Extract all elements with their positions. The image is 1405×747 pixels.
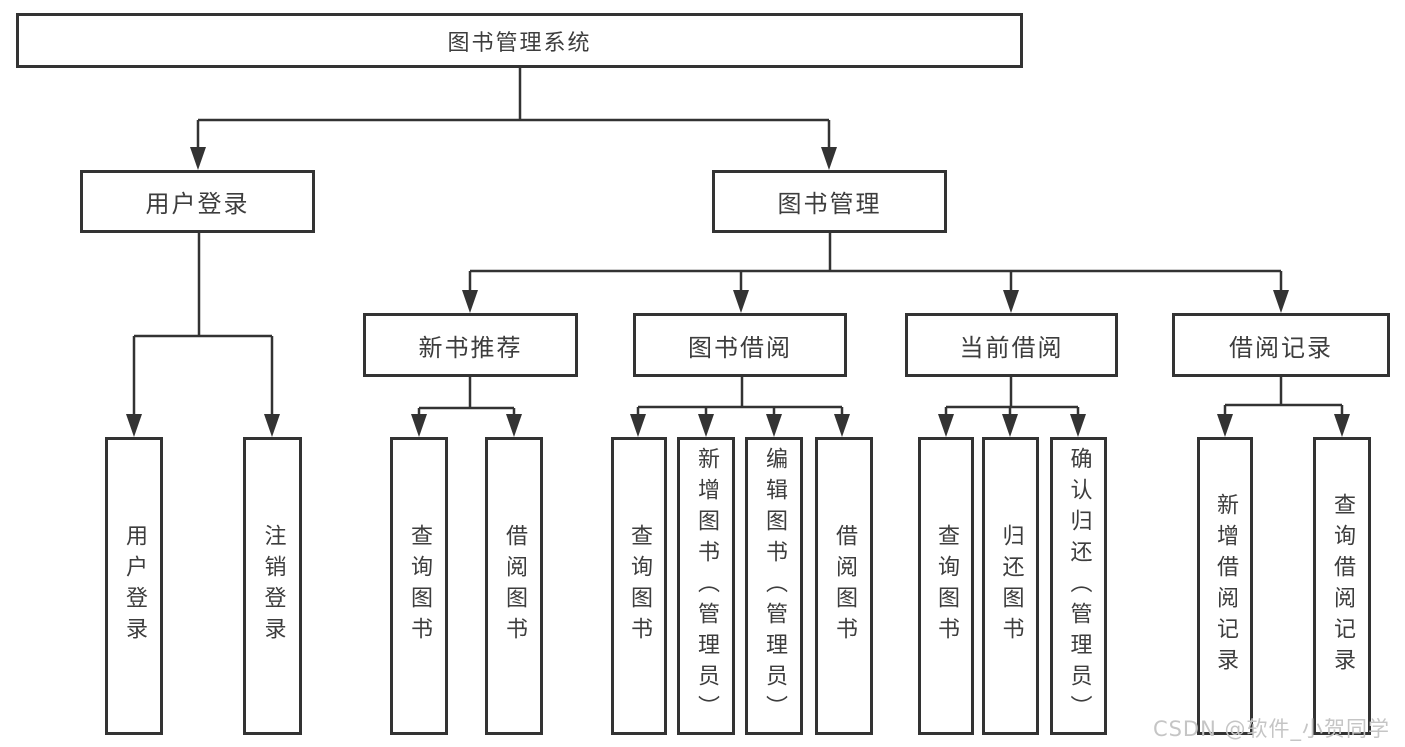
leaf-borrow-edit-books-admin: 编辑图书（管理员）	[745, 437, 803, 735]
leaf-label: 查询图书	[407, 524, 432, 648]
leaf-label: 注销登录	[260, 524, 286, 648]
edge-bookborrow-to-leaves	[636, 377, 844, 416]
edge-bookmgmt-to-level3	[468, 233, 1283, 292]
node-library-management-system: 图书管理系统	[16, 13, 1023, 68]
leaf-current-return-books: 归还图书	[982, 437, 1039, 735]
edge-currentborrow-to-leaves	[944, 377, 1080, 416]
leaf-label: 归还图书	[998, 524, 1024, 648]
leaf-current-confirm-return-admin: 确认归还（管理员）	[1050, 437, 1107, 735]
arrowhead	[462, 290, 478, 313]
node-borrow-record: 借阅记录	[1172, 313, 1390, 377]
arrowhead	[698, 414, 714, 437]
leaf-label: 新增借阅记录	[1213, 493, 1238, 679]
leaf-record-query-borrow-record: 查询借阅记录	[1313, 437, 1371, 735]
leaf-label: 用户登录	[122, 524, 147, 648]
arrowhead	[1003, 290, 1019, 313]
arrowhead	[411, 414, 427, 437]
arrowhead	[1217, 414, 1233, 437]
node-user-login: 用户登录	[80, 170, 315, 233]
arrowhead	[733, 290, 749, 313]
arrowhead	[190, 147, 206, 170]
arrowhead	[1334, 414, 1350, 437]
node-current-borrow: 当前借阅	[905, 313, 1118, 377]
leaf-record-add-borrow-record: 新增借阅记录	[1197, 437, 1253, 735]
arrowhead	[766, 414, 782, 437]
leaf-label: 借阅图书	[502, 524, 527, 648]
edge-userlogin-to-leaves	[132, 233, 274, 416]
leaf-borrow-borrow-books: 借阅图书	[815, 437, 873, 735]
leaf-label: 借阅图书	[832, 524, 857, 648]
leaf-label: 查询图书	[627, 524, 652, 648]
arrowhead	[264, 414, 280, 437]
leaf-current-query-books: 查询图书	[918, 437, 974, 735]
arrowhead	[938, 414, 954, 437]
leaf-label: 新增图书（管理员）	[694, 446, 719, 726]
edge-borrowrecord-to-leaves	[1223, 377, 1344, 416]
edge-newbook-to-leaves	[417, 377, 516, 416]
arrowhead	[506, 414, 522, 437]
leaf-newbook-borrow-books: 借阅图书	[485, 437, 543, 735]
leaf-user-login: 用户登录	[105, 437, 163, 735]
arrowhead	[821, 147, 837, 170]
arrowhead	[126, 414, 142, 437]
node-book-borrow: 图书借阅	[633, 313, 847, 377]
arrowhead	[1002, 414, 1018, 437]
node-book-management: 图书管理	[712, 170, 947, 233]
leaf-label: 查询图书	[934, 524, 959, 648]
leaf-label: 编辑图书（管理员）	[762, 446, 787, 726]
csdn-watermark: CSDN @软件_小贺同学	[1152, 717, 1390, 741]
leaf-borrow-add-books-admin: 新增图书（管理员）	[677, 437, 735, 735]
leaf-label: 确认归还（管理员）	[1066, 446, 1092, 726]
leaf-newbook-query-books: 查询图书	[390, 437, 448, 735]
node-new-book-recommend: 新书推荐	[363, 313, 578, 377]
edge-root-to-level2	[196, 68, 831, 150]
arrowheads	[126, 147, 1350, 437]
leaf-logout: 注销登录	[243, 437, 302, 735]
leaf-label: 查询借阅记录	[1330, 493, 1355, 679]
arrowhead	[1273, 290, 1289, 313]
arrowhead	[834, 414, 850, 437]
leaf-borrow-query-books: 查询图书	[611, 437, 667, 735]
arrowhead	[1070, 414, 1086, 437]
arrowhead	[630, 414, 646, 437]
